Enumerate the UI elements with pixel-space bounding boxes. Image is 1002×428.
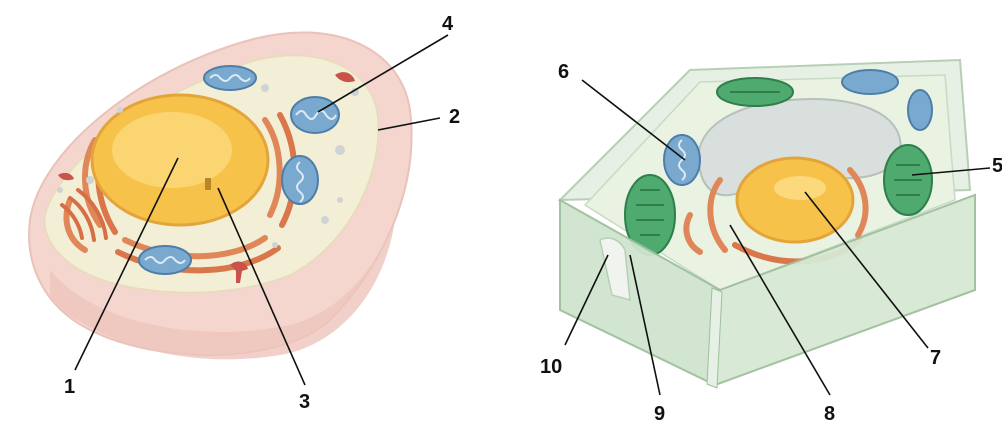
- animal-nucleus-highlight: [112, 112, 232, 188]
- plant-nucleolus: [774, 176, 826, 200]
- label-5: 5: [992, 155, 1002, 177]
- label-4: 4: [442, 13, 454, 35]
- label-3: 3: [299, 391, 310, 413]
- label-1: 1: [64, 376, 75, 398]
- nuclear-pore-marker: [205, 178, 211, 190]
- label-8: 8: [824, 403, 835, 425]
- label-6: 6: [558, 61, 569, 83]
- animal-cell: 1 2 3 4: [29, 13, 460, 413]
- label-7: 7: [930, 347, 941, 369]
- label-9: 9: [654, 403, 665, 425]
- plant-nucleus: [737, 158, 853, 242]
- label-10: 10: [540, 356, 562, 378]
- plant-cell: 5 6 7 8 9 10: [540, 60, 1002, 425]
- label-2: 2: [449, 106, 460, 128]
